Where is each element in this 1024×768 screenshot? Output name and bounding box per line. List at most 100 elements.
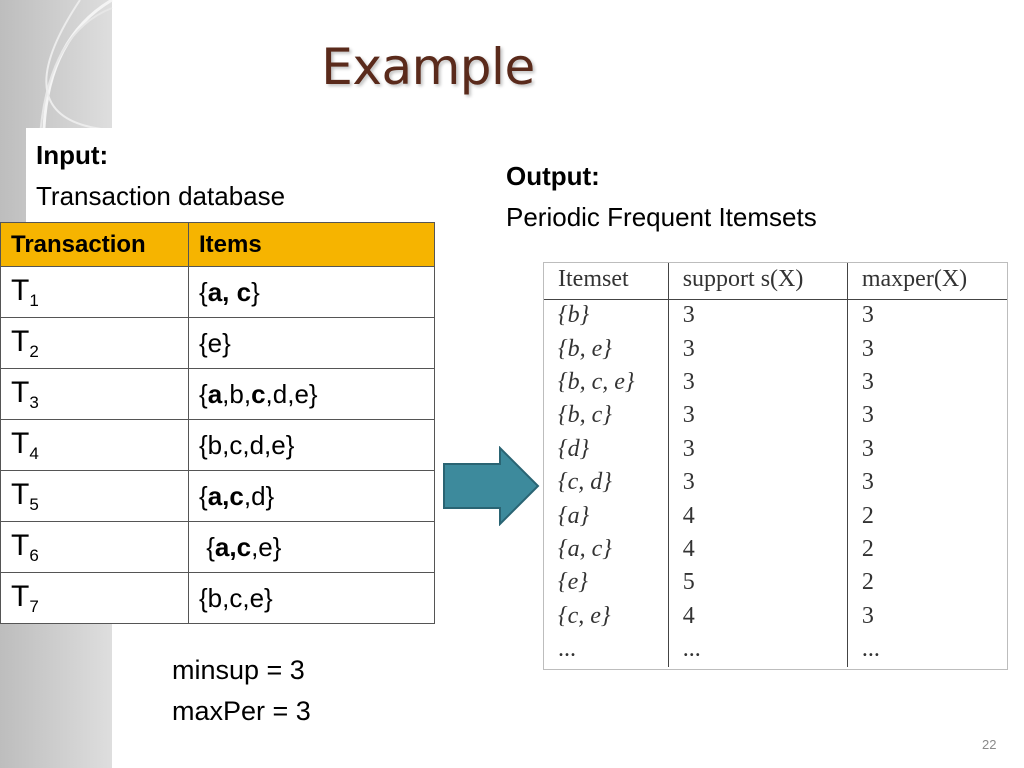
transaction-items: {b,c,e} (188, 572, 435, 624)
transaction-letter: T (11, 579, 30, 613)
item-text: ,d,e} (265, 378, 318, 409)
item-text: ,b, (222, 378, 252, 409)
transaction-id: T1 (0, 266, 189, 318)
itemset-cell: {b, e} (558, 335, 612, 362)
transaction-table: Transaction Items T1{a, c}T2{e}T3{a,b,c,… (0, 222, 435, 624)
itemset-cell: {c, e} (558, 602, 611, 629)
transaction-letter: T (11, 477, 30, 511)
maxper-cell: 3 (846, 365, 1007, 400)
itemset-cell: {b, c} (558, 402, 612, 429)
transaction-index: 7 (29, 596, 39, 616)
itemset-cell: {d} (558, 435, 590, 462)
table-row: T5{a,c,d} (0, 470, 435, 522)
transaction-id: T7 (0, 572, 189, 624)
transaction-id: T5 (0, 470, 189, 522)
transaction-index: 6 (29, 545, 39, 565)
maxper-cell: 2 (846, 499, 1007, 533)
itemset-header: Itemset (544, 263, 669, 300)
transaction-letter: T (11, 426, 30, 460)
transaction-index: 4 (29, 443, 39, 463)
input-label-box (26, 128, 394, 222)
transaction-header: Transaction (0, 222, 189, 267)
transaction-id: T6 (0, 521, 189, 573)
maxper-cell: 3 (846, 465, 1007, 500)
support-cell: 3 (667, 465, 848, 500)
bold-item: a,c (207, 480, 244, 511)
support-cell: 4 (667, 599, 848, 633)
itemset-cell: {b, c, e} (558, 368, 635, 395)
transaction-items: {a, c} (188, 266, 435, 318)
transaction-letter: T (11, 324, 30, 358)
item-text: { (199, 480, 208, 511)
input-subheading: Transaction database (36, 181, 286, 211)
item-text: {b,c,e} (199, 582, 273, 613)
minsup-value: minsup = 3 (172, 655, 305, 685)
itemset-cell: ... (558, 636, 576, 663)
input-heading: Input: (36, 140, 109, 170)
transaction-items: {b,c,d,e} (188, 419, 435, 471)
maxper-header: maxper(X) (846, 263, 1007, 300)
transaction-items: {e} (188, 317, 435, 369)
itemset-cell: {a} (558, 502, 590, 529)
maxper-cell: ... (846, 632, 1007, 667)
item-text: {e} (199, 327, 231, 358)
table-row: T2 {e} (0, 317, 435, 369)
transaction-letter: T (11, 375, 30, 409)
bold-item: a, c (207, 276, 252, 307)
output-heading: Output: (506, 161, 600, 191)
transaction-index: 5 (29, 494, 39, 514)
table-row: T6 {a,c,e} (0, 521, 435, 573)
slide-title: Example (321, 38, 535, 96)
itemset-cell: {a, c} (558, 535, 612, 562)
item-text: } (251, 276, 260, 307)
transaction-items: {a,c,d} (188, 470, 435, 522)
maxper-cell: 3 (846, 299, 1007, 333)
transaction-letter: T (11, 273, 30, 307)
bold-item: c (251, 378, 266, 409)
transaction-items: {a,c,e} (188, 521, 435, 573)
bold-item: a,c (214, 531, 252, 562)
maxper-cell: 3 (846, 599, 1007, 633)
table-row: T1{a, c} (0, 266, 435, 318)
transaction-id: T3 (0, 368, 189, 420)
table-row: ......... (544, 632, 1007, 667)
support-cell: 4 (667, 499, 848, 533)
maxper-cell: 2 (846, 566, 1007, 600)
table-row: T7 {b,c,e} (0, 572, 435, 624)
itemset-cell: {e} (558, 569, 588, 596)
item-text: ,e} (251, 531, 282, 562)
transaction-index: 1 (29, 290, 39, 310)
items-header: Items (188, 222, 435, 267)
maxper-cell: 3 (846, 332, 1007, 366)
item-text: { (199, 378, 208, 409)
support-cell: 3 (667, 332, 848, 366)
support-cell: ... (667, 632, 848, 667)
itemset-cell: {b} (558, 302, 590, 329)
support-cell: 4 (667, 532, 848, 567)
support-cell: 3 (667, 299, 848, 333)
right-arrow-icon (443, 446, 540, 526)
page-number: 22 (982, 737, 997, 752)
maxper-cell: 3 (846, 432, 1007, 466)
item-text: {b,c,d,e} (199, 429, 295, 460)
item-text: ,d} (243, 480, 275, 511)
table-row: T3{a,b,c,d,e} (0, 368, 435, 420)
transaction-index: 3 (29, 392, 39, 412)
output-subheading: Periodic Frequent Itemsets (506, 202, 817, 232)
support-header: support s(X) (667, 263, 848, 300)
transaction-letter: T (11, 528, 30, 562)
transaction-index: 2 (29, 341, 39, 361)
support-cell: 5 (667, 566, 848, 600)
item-text: { (199, 531, 215, 562)
support-cell: 3 (667, 365, 848, 400)
